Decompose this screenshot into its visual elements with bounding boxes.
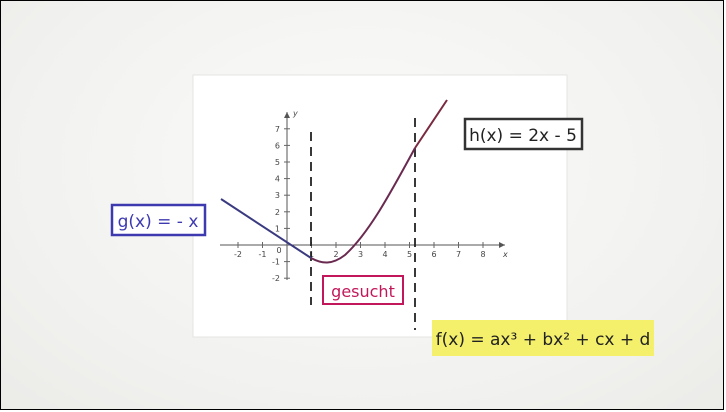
h-function-label: h(x) = 2x - 5: [469, 126, 577, 146]
y-axis-arrow-icon: [284, 112, 290, 118]
y-tick-label: 7: [275, 125, 280, 134]
y-tick-label: -1: [272, 258, 280, 267]
x-axis-arrow-icon: [499, 242, 505, 248]
y-tick-label: 2: [275, 208, 280, 217]
f-function-note: [432, 320, 654, 356]
y-tick-label: 4: [275, 175, 280, 184]
curve-h-segment: [414, 99, 448, 149]
y-tick-label: -2: [272, 274, 280, 283]
y-axis-label: y: [292, 109, 298, 118]
g-function-box: [110, 203, 207, 237]
x-tick-label: 7: [456, 250, 461, 259]
gesucht-box: [322, 275, 404, 305]
x-axis-label: x: [502, 250, 508, 259]
x-tick-label: 6: [431, 250, 436, 259]
x-tick-label: 8: [480, 250, 485, 259]
h-function-box: [463, 117, 584, 151]
x-tick-label: 5: [407, 250, 412, 259]
y-tick-label: 3: [275, 191, 280, 200]
g-function-label: g(x) = - x: [118, 212, 199, 232]
x-tick-label: 0: [276, 246, 281, 255]
curve-f-segment: [310, 147, 416, 264]
x-tick-label: -2: [234, 250, 242, 259]
curve-g-segment: [220, 198, 312, 259]
x-tick-label: 3: [358, 250, 363, 259]
x-tick-label: 2: [333, 250, 338, 259]
gesucht-label: gesucht: [331, 282, 395, 301]
f-function-label: f(x) = ax³ + bx² + cx + d: [436, 330, 651, 350]
y-tick-label: 5: [275, 158, 280, 167]
y-tick-label: 6: [275, 141, 280, 150]
y-tick-label: 1: [275, 224, 280, 233]
x-tick-label: -1: [259, 250, 267, 259]
x-tick-label: 4: [382, 250, 387, 259]
